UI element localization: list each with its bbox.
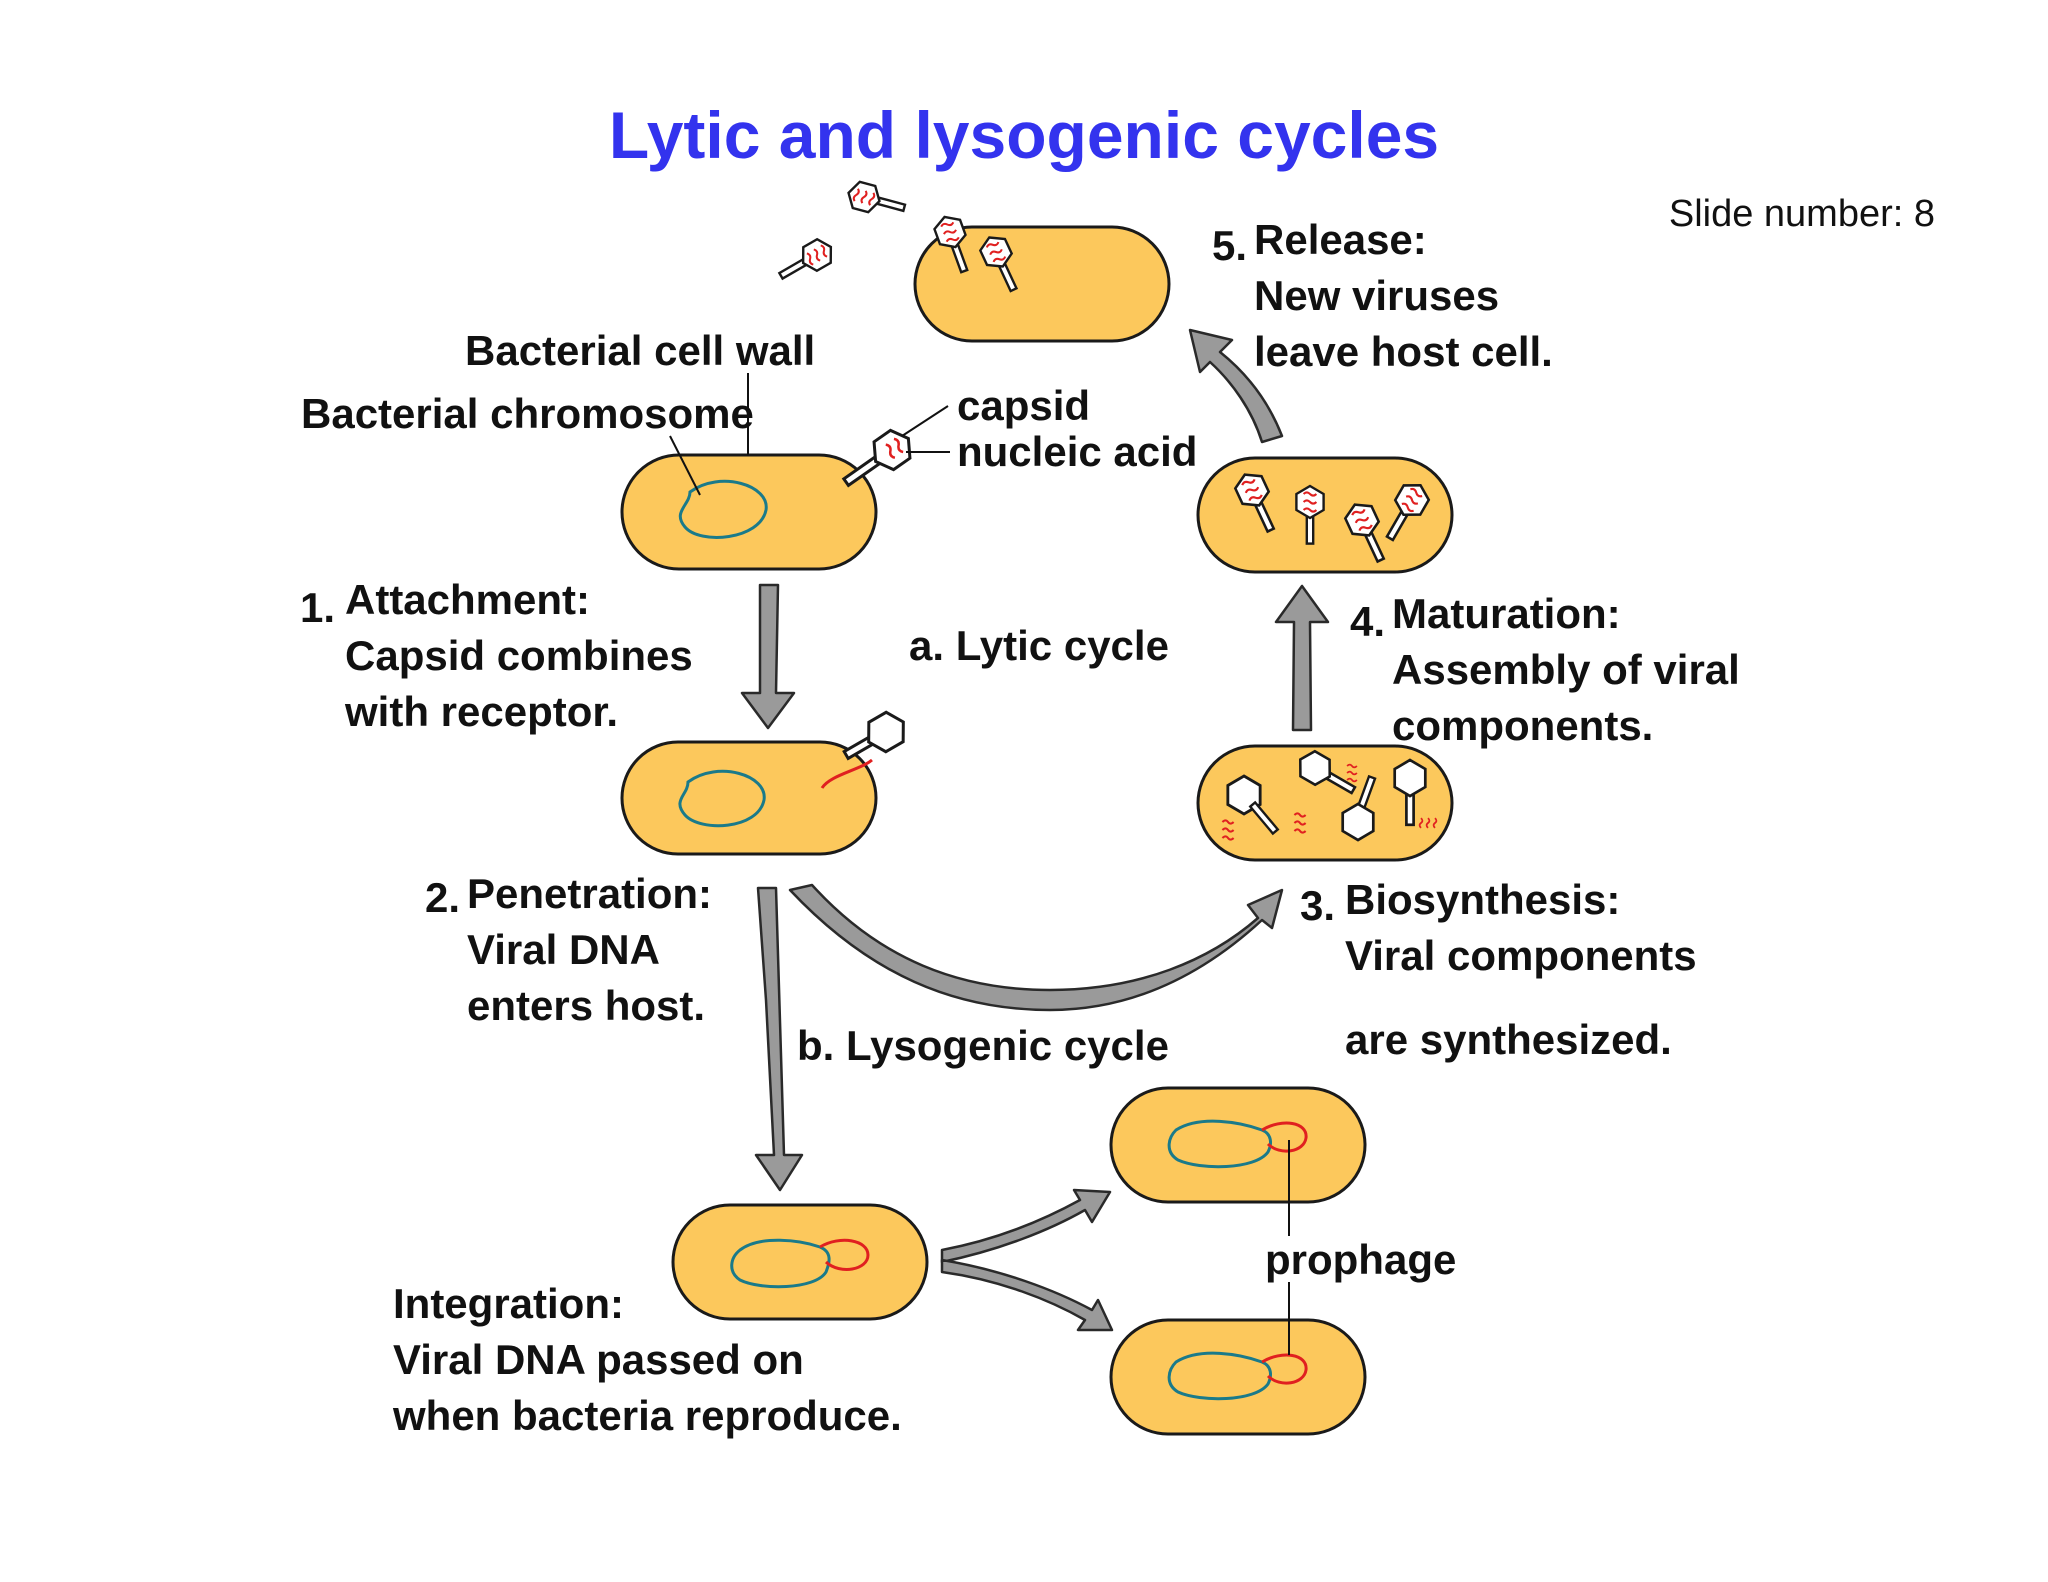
svg-text:5.: 5. bbox=[1212, 222, 1247, 269]
bacterium-prophage-top bbox=[1109, 1086, 1367, 1204]
cell-wall-label: Bacterial cell wall bbox=[465, 327, 815, 374]
svg-text:1.: 1. bbox=[300, 584, 335, 631]
slide-number: Slide number: 8 bbox=[1669, 193, 1935, 235]
step-maturation: 4. Maturation: Assembly of viral compone… bbox=[1350, 590, 1740, 749]
svg-text:3.: 3. bbox=[1300, 882, 1335, 929]
arrow-release bbox=[1188, 328, 1284, 444]
arrow-to-prophage-bottom bbox=[940, 1258, 1114, 1332]
svg-text:Viral DNA passed on: Viral DNA passed on bbox=[393, 1336, 804, 1383]
svg-text:with receptor.: with receptor. bbox=[344, 688, 618, 735]
step-attachment: 1. Attachment: Capsid combines with rece… bbox=[300, 576, 693, 735]
svg-text:4.: 4. bbox=[1350, 598, 1385, 645]
svg-text:when bacteria reproduce.: when bacteria reproduce. bbox=[392, 1392, 902, 1439]
bacterium-biosynthesis bbox=[1196, 744, 1454, 862]
page-title: Lytic and lysogenic cycles bbox=[609, 98, 1439, 172]
svg-text:Capsid combines: Capsid combines bbox=[345, 632, 693, 679]
lysogenic-cycle-label: b. Lysogenic cycle bbox=[797, 1022, 1169, 1069]
svg-text:Attachment:: Attachment: bbox=[345, 576, 590, 623]
bacterium-penetration bbox=[620, 740, 878, 856]
arrow-to-integration bbox=[754, 886, 804, 1192]
svg-text:Maturation:: Maturation: bbox=[1392, 590, 1621, 637]
prophage-label: prophage bbox=[1265, 1236, 1456, 1283]
bacterium-start bbox=[620, 453, 878, 571]
svg-text:Biosynthesis:: Biosynthesis: bbox=[1345, 876, 1620, 923]
svg-text:Viral components: Viral components bbox=[1345, 932, 1697, 979]
empty-phage-icon bbox=[842, 710, 905, 761]
bacterium-prophage-bottom bbox=[1109, 1318, 1367, 1436]
capsid-leader bbox=[901, 405, 949, 437]
arrow-maturation bbox=[1274, 584, 1330, 732]
arrow-to-prophage-top bbox=[940, 1188, 1112, 1264]
svg-text:2.: 2. bbox=[425, 874, 460, 921]
lytic-cycle-label: a. Lytic cycle bbox=[909, 622, 1169, 669]
attached-phage-icon bbox=[841, 428, 912, 488]
arrow-lytic-curve bbox=[788, 883, 1284, 1012]
svg-text:Assembly of viral: Assembly of viral bbox=[1392, 646, 1740, 693]
nucleic-acid-label: nucleic acid bbox=[957, 428, 1197, 475]
bacterial-chromosome bbox=[678, 479, 768, 539]
step-release: 5. Release: New viruses leave host cell. bbox=[1212, 216, 1553, 375]
step-integration: Integration: Viral DNA passed on when ba… bbox=[392, 1280, 902, 1439]
capsid-label: capsid bbox=[957, 382, 1090, 429]
step-biosynthesis: 3. Biosynthesis: Viral components are sy… bbox=[1300, 876, 1697, 1063]
bacterium-integration bbox=[671, 1203, 929, 1321]
svg-text:New viruses: New viruses bbox=[1254, 272, 1499, 319]
svg-text:Penetration:: Penetration: bbox=[467, 870, 712, 917]
svg-text:components.: components. bbox=[1392, 702, 1653, 749]
svg-text:enters host.: enters host. bbox=[467, 982, 705, 1029]
svg-text:Release:: Release: bbox=[1254, 216, 1427, 263]
svg-text:Viral DNA: Viral DNA bbox=[467, 926, 660, 973]
svg-text:are synthesized.: are synthesized. bbox=[1345, 1016, 1672, 1063]
svg-text:leave host cell.: leave host cell. bbox=[1254, 328, 1553, 375]
bacterium-release bbox=[913, 225, 1171, 343]
step-penetration: 2. Penetration: Viral DNA enters host. bbox=[425, 870, 712, 1029]
chromosome-leader bbox=[669, 435, 701, 496]
svg-text:Integration:: Integration: bbox=[393, 1280, 624, 1327]
arrow-attachment bbox=[740, 583, 796, 730]
chromosome-label: Bacterial chromosome bbox=[301, 390, 754, 437]
